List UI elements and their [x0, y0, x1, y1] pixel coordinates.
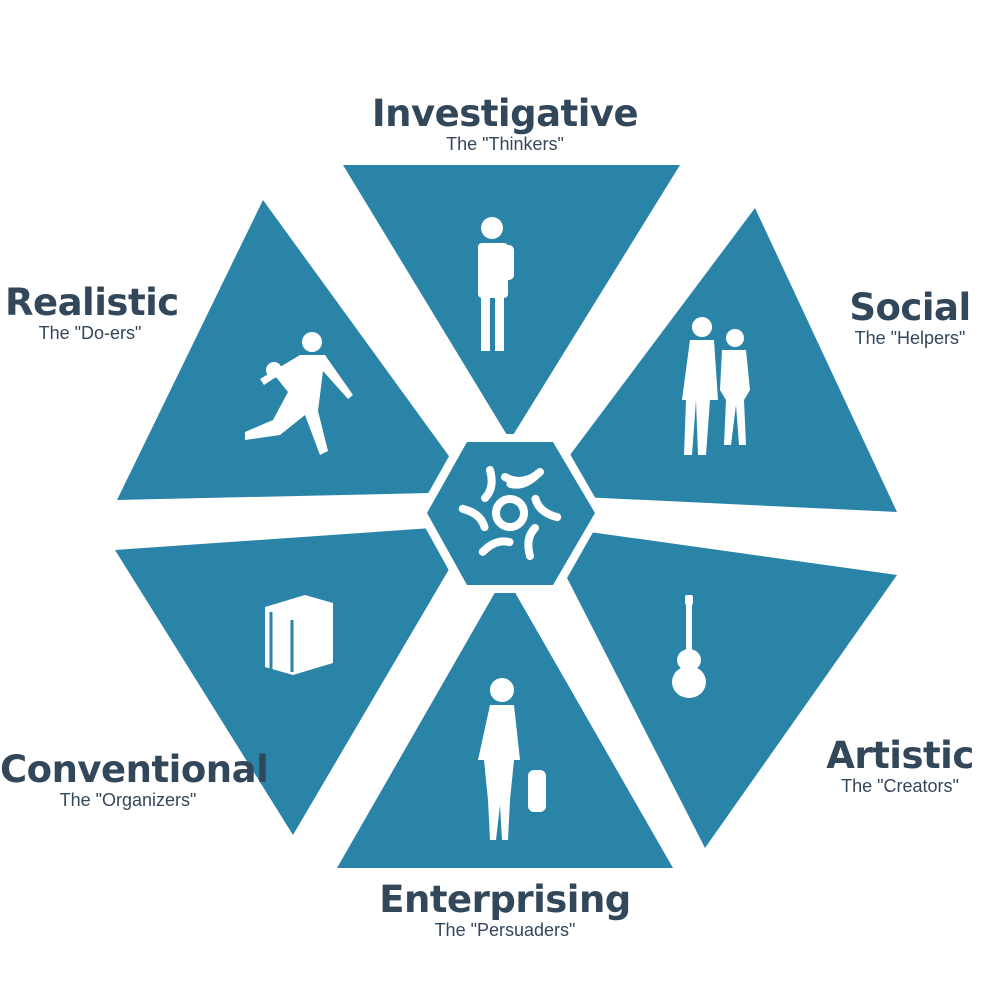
person-with-book-icon: [478, 217, 514, 351]
type-subtitle: The "Helpers": [854, 328, 966, 348]
label-enterprising: Enterprising The "Persuaders": [370, 878, 640, 941]
woman-with-handbag-icon: [478, 678, 546, 840]
label-social: Social The "Helpers": [830, 286, 990, 349]
guitar-icon: [672, 595, 706, 698]
type-title: Artistic: [826, 734, 974, 777]
type-subtitle: The "Creators": [841, 776, 959, 796]
type-title: Investigative: [371, 92, 639, 135]
segment-artistic: [540, 525, 897, 848]
type-subtitle: The "Persuaders": [434, 920, 576, 940]
sun-logo-icon: [458, 466, 562, 560]
type-subtitle: The "Thinkers": [446, 134, 564, 154]
label-investigative: Investigative The "Thinkers": [370, 92, 640, 155]
segment-investigative: [343, 165, 680, 440]
segment-realistic: [117, 200, 475, 500]
type-title: Conventional: [0, 748, 269, 791]
label-artistic: Artistic The "Creators": [815, 734, 985, 797]
label-realistic: Realistic The "Do-ers": [5, 281, 179, 344]
type-subtitle: The "Organizers": [59, 790, 197, 810]
segment-social: [540, 208, 897, 512]
type-title: Enterprising: [379, 878, 631, 921]
couple-walking-icon: [682, 317, 750, 455]
type-title: Social: [849, 286, 971, 329]
box-icon: [265, 595, 333, 675]
type-title: Realistic: [5, 281, 179, 324]
type-subtitle: The "Do-ers": [38, 323, 142, 343]
segment-conventional: [115, 525, 475, 835]
label-conventional: Conventional The "Organizers": [0, 748, 269, 811]
basketball-player-icon: [245, 332, 353, 455]
